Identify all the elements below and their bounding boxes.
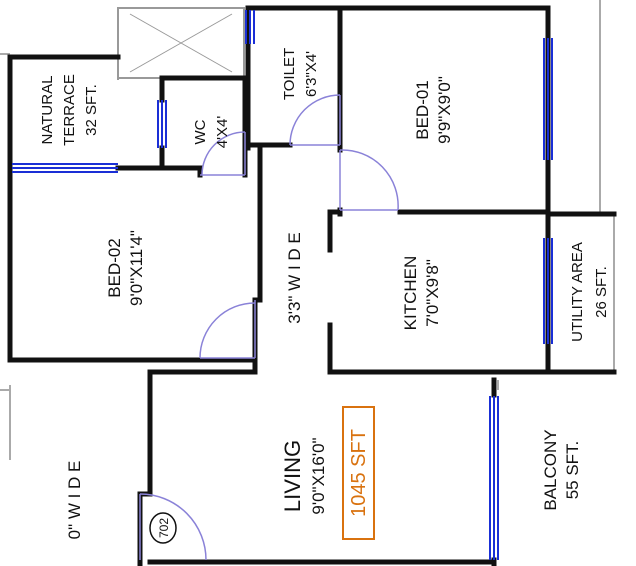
terrace-name: NATURAL [39,76,56,145]
outer-corridor-label: 0" W I D E [65,461,84,540]
unit-number: 702 [157,518,171,538]
toilet-size: 6'3"X4' [303,51,320,97]
door-entrance [139,493,207,561]
total-area: 1045 SFT [348,429,370,517]
wc-name: WC [192,119,209,144]
terrace-name2: TERRACE [61,74,78,146]
room-labels: NATURAL TERRACE 32 SFT. WC 4'X4' TOILET … [39,48,610,540]
toilet-name: TOILET [281,48,298,100]
door-bed02 [199,300,256,359]
living-name: LIVING [280,440,305,512]
door-wc [200,131,246,176]
balcony-name: BALCONY [541,429,560,510]
balcony-area: 55 SFT. [563,441,582,500]
utility-area: 26 SFT. [593,266,610,318]
utility-name: UTILITY AREA [569,242,586,342]
door-toilet [289,94,341,146]
corridor-label: 3'3" W I D E [285,232,304,323]
window-balcony [489,396,499,560]
doors [139,94,399,561]
kitchen-name: KITCHEN [401,256,420,331]
windows [12,10,553,560]
window-terrace [12,163,118,173]
bed02-name: BED-02 [105,238,124,298]
duct-shaft [117,7,245,80]
window-toilet [245,10,255,44]
living-size: 9'0"X16'0" [309,437,328,514]
bed01-size: 9'9"X9'0" [435,76,454,144]
terrace-area: 32 SFT. [83,84,100,136]
door-bed01 [339,149,399,211]
bed02-size: 9'0"X11'4" [127,230,146,306]
total-area-badge: 1045 SFT [342,406,375,540]
window-wc [157,100,167,148]
wc-size: 4'X4' [214,116,231,149]
unit-number-badge: 702 [149,512,177,544]
outer-grey-lines [0,0,615,460]
window-bed01 [543,38,553,160]
bed01-name: BED-01 [413,80,432,140]
window-kitchen [543,238,553,344]
kitchen-size: 7'0"X9'8" [423,259,442,327]
